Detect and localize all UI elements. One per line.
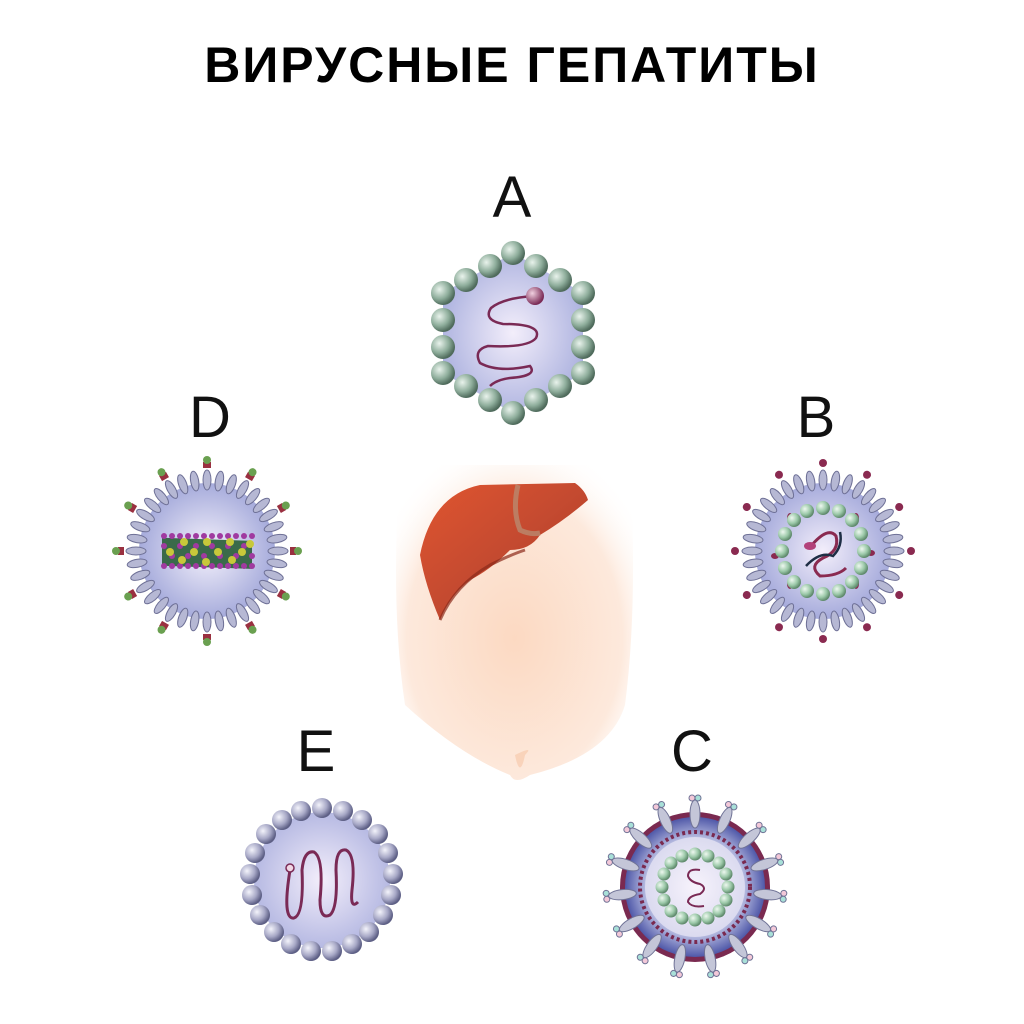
label-a: A — [492, 165, 532, 230]
label-b: B — [796, 385, 836, 450]
hepatitis-e-virus — [232, 790, 412, 970]
rna-core-icon — [161, 533, 255, 569]
page-title: ВИРУСНЫЕ ГЕПАТИТЫ — [204, 37, 820, 93]
label-c: C — [671, 719, 713, 784]
label-e: E — [296, 719, 336, 784]
liver-icon — [420, 483, 588, 621]
hepatitis-b-virus — [728, 456, 918, 646]
hepatitis-a-virus — [418, 238, 608, 428]
label-d: D — [189, 385, 231, 450]
torso-illustration — [380, 455, 650, 795]
hepatitis-d-virus — [112, 456, 302, 646]
hepatitis-c-virus — [600, 792, 790, 982]
